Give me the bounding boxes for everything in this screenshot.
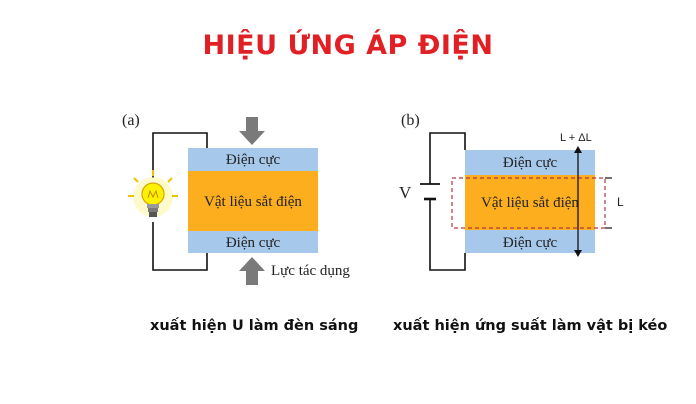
panel-a-label: (a): [122, 112, 140, 129]
force-label: Lực tác dụng: [271, 263, 350, 279]
bottom-electrode-a: [188, 231, 318, 253]
top-electrode-b-label: Điện cực: [503, 155, 558, 171]
bottom-electrode-b: [465, 230, 595, 253]
page-title: HIỆU ỨNG ÁP ĐIỆN: [202, 30, 494, 61]
bottom-electrode-b-label: Điện cực: [503, 235, 558, 251]
original-length-label: L: [617, 195, 624, 209]
material-a-label: Vật liệu sắt điện: [204, 194, 302, 210]
lightbulb-icon: [128, 170, 178, 217]
voltage-label: V: [399, 183, 412, 202]
extended-length-arrow: [574, 146, 582, 257]
top-electrode-b: [465, 150, 595, 175]
circuit-b-wires: [429, 132, 466, 271]
top-electrode-a: [188, 148, 318, 171]
arrow-up-icon: [239, 257, 265, 285]
material-b-label: Vật liệu sắt điện: [481, 195, 579, 211]
caption-a: xuất hiện U làm đèn sáng: [150, 318, 359, 334]
material-a: [188, 171, 318, 231]
battery-icon: [420, 183, 440, 201]
original-size-outline: [451, 177, 606, 229]
caption-b: xuất hiện ứng suất làm vật bị kéo: [393, 318, 668, 334]
circuit-a-wires: [152, 132, 208, 271]
extended-length-label: L + ΔL: [560, 132, 592, 144]
original-length-dimension: [605, 177, 612, 229]
material-b: [465, 175, 595, 230]
arrow-down-icon: [239, 117, 265, 145]
bottom-electrode-a-label: Điện cực: [226, 235, 281, 251]
top-electrode-a-label: Điện cực: [226, 152, 281, 168]
panel-b-label: (b): [401, 112, 420, 129]
